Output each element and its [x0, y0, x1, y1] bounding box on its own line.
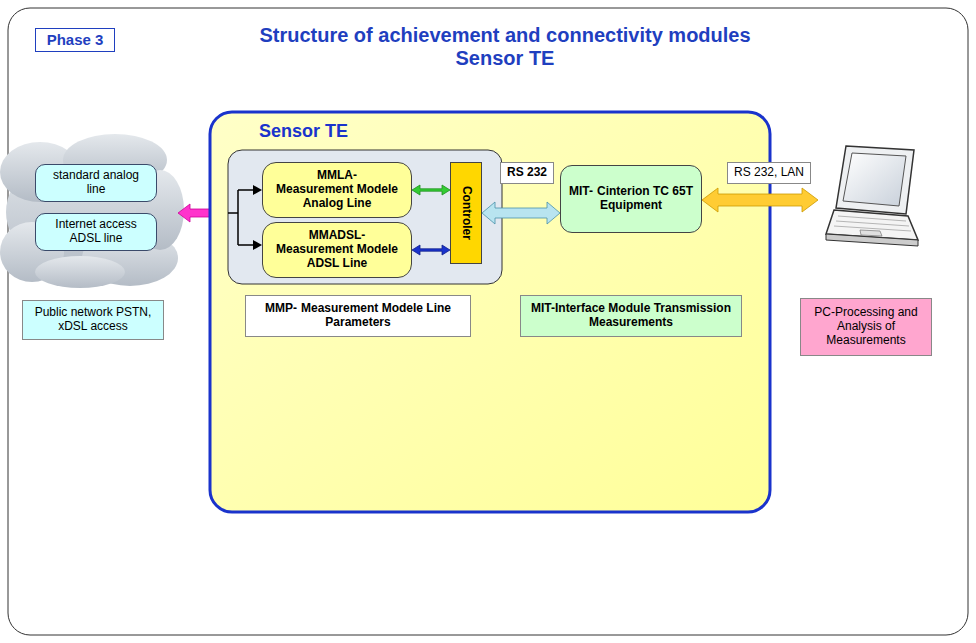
laptop-icon [826, 146, 918, 246]
node-label: Cinterion TC 65T Equipment [597, 184, 693, 212]
node-label: Controler [460, 186, 474, 240]
node-label: Public network PSTN, xDSL access [35, 305, 152, 333]
node-label: RS 232, LAN [734, 165, 804, 179]
branch-lines [228, 185, 262, 250]
node-label: Measurement Modele ADSL Line [271, 243, 403, 271]
module-caption: MMP- Measurement Modele Line Parameters [245, 295, 471, 337]
interface-label: RS 232, LAN [727, 162, 811, 184]
text-group: MMLA-Measurement Modele Analog Line [271, 169, 403, 210]
pc-caption: PC-Processing and Analysis of Measuremen… [800, 298, 932, 356]
double-arrow-connector [412, 245, 450, 255]
module-caption: MIT-Interface Module Transmission Measur… [520, 295, 742, 337]
slide-frame [8, 8, 968, 635]
node-label: PC-Processing and Analysis of Measuremen… [814, 305, 917, 347]
node-label: Internet access ADSL line [55, 217, 136, 245]
node-label: Measurement Modele Line Parameters [301, 301, 451, 329]
transmission-module: MIT- Cinterion TC 65T Equipment [560, 165, 702, 233]
node-label: Sensor TE [259, 121, 348, 141]
text-group: RS 232, LAN [734, 166, 804, 180]
text-group: MIT-Interface Module Transmission Measur… [527, 302, 735, 330]
text-group: standard analog line [42, 169, 150, 197]
text-group: Controler [459, 186, 473, 240]
line-type-box: standard analog line [35, 164, 157, 202]
text-group: MMP- Measurement Modele Line Parameters [252, 302, 464, 330]
phase-label: Phase 3 [35, 28, 115, 52]
module-code: MMLA- [271, 169, 403, 183]
diagram-title: Structure of achievement and connectivit… [235, 24, 775, 70]
network-caption-box: Public network PSTN, xDSL access [22, 300, 164, 340]
double-arrow-connector [482, 202, 560, 224]
pc-link-arrow [702, 188, 818, 212]
measurement-module: MMLA-Measurement Modele Analog Line [262, 162, 412, 218]
text-group: PC-Processing and Analysis of Measuremen… [807, 306, 925, 347]
module-code: MIT- [569, 184, 593, 198]
node-label: MIT-Interface Module Transmission Measur… [531, 301, 731, 329]
text-group: MMADSL-Measurement Modele ADSL Line [271, 229, 403, 270]
module-code: MMP- [265, 301, 297, 315]
node-label: standard analog line [53, 168, 139, 196]
interface-label: RS 232 [500, 162, 554, 184]
measurement-panel [228, 150, 502, 284]
node-label: RS 232 [507, 165, 547, 179]
text-group: Phase 3 [47, 31, 104, 48]
module-code: MMADSL- [271, 229, 403, 243]
text-group: Sensor TE [259, 121, 348, 142]
controller-bar: Controler [450, 162, 482, 264]
double-arrow-connector [412, 185, 450, 195]
node-label: Phase 3 [47, 31, 104, 48]
text-group: Public network PSTN, xDSL access [29, 306, 157, 334]
network-cloud [0, 134, 184, 288]
node-label: Measurement Modele Analog Line [271, 183, 403, 211]
sensor-housing: Sensor TE MMLA-Measurement Modele Analog … [210, 112, 770, 512]
line-type-box: Internet access ADSL line [35, 213, 157, 251]
sensor-te-housing [210, 112, 770, 512]
text-group: MIT- Cinterion TC 65T Equipment [569, 185, 693, 213]
measurement-module: MMADSL-Measurement Modele ADSL Line [262, 222, 412, 278]
text-group: Internet access ADSL line [42, 218, 150, 246]
text-group: RS 232 [507, 166, 547, 180]
